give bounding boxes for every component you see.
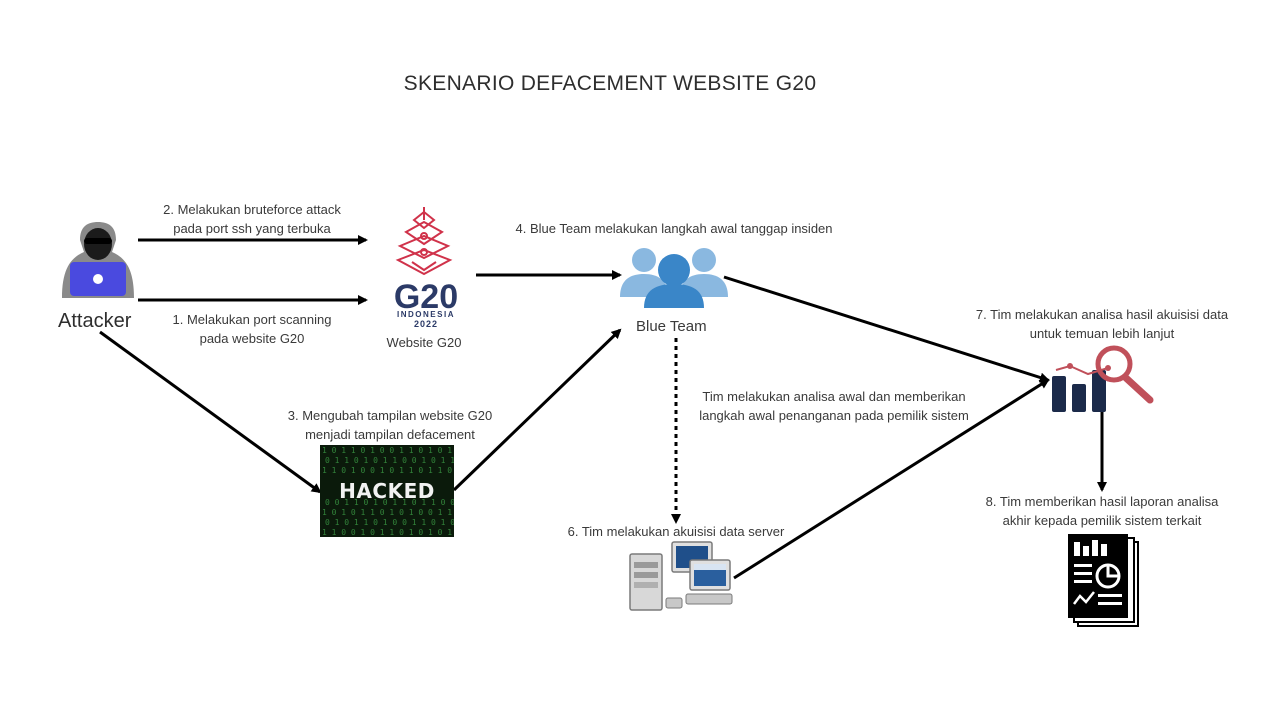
svg-text:1 0 1 1 0 1 0 0 1 1 0 1 0 1 1: 1 0 1 1 0 1 0 0 1 1 0 1 0 1 1 0 xyxy=(322,446,454,455)
step-5-label: Tim melakukan analisa awal dan memberika… xyxy=(699,389,969,423)
blue-team-label: Blue Team xyxy=(636,318,707,335)
hacked-image: 1 0 1 1 0 1 0 0 1 1 0 1 0 1 1 0 0 1 1 0 … xyxy=(320,445,454,537)
step-2-label: 2. Melakukan bruteforce attack pada port… xyxy=(163,202,341,236)
svg-text:1 1 0 0 1 0 1 1 0 1 0 1 0 1 1: 1 1 0 0 1 0 1 1 0 1 0 1 0 1 1 0 xyxy=(322,528,454,537)
step-7-label: 7. Tim melakukan analisa hasil akuisisi … xyxy=(975,307,1229,341)
step-3-label: 3. Mengubah tampilan website G20 menjadi… xyxy=(287,408,493,442)
hacker-icon xyxy=(62,222,134,298)
matrix-background: 1 0 1 1 0 1 0 0 1 1 0 1 0 1 1 0 0 1 1 0 … xyxy=(322,446,454,537)
website-g20-label: Website G20 xyxy=(386,335,462,350)
step-1-label: 1. Melakukan port scanning pada website … xyxy=(172,312,332,346)
svg-text:0 0 1 1 0 1 0 1 1 0 1 1 0 0 1: 0 0 1 1 0 1 0 1 1 0 1 1 0 0 1 1 xyxy=(325,498,454,507)
step-8-label: 8. Tim memberikan hasil laporan analisa … xyxy=(985,494,1219,528)
g20-logo-text: G20 xyxy=(394,278,458,316)
diagram-title: SKENARIO DEFACEMENT WEBSITE G20 xyxy=(403,72,817,95)
arrow-server-to-analysis xyxy=(733,378,1050,580)
users-icon xyxy=(620,248,728,308)
svg-text:1 1 0 1 0 0 1 0 1 1 0 1 1 0 1: 1 1 0 1 0 0 1 0 1 1 0 1 1 0 1 0 xyxy=(322,466,454,475)
arrow-hacked-to-blueteam xyxy=(452,328,622,492)
step-4-label: 4. Blue Team melakukan langkah awal tang… xyxy=(515,221,833,236)
step-6-label: 6. Tim melakukan akuisisi data server xyxy=(567,524,785,539)
g20-logo-year: 2022 xyxy=(414,319,438,329)
svg-text:0 1 1 0 1 0 1 1 0 0 1 0 1 1 0: 0 1 1 0 1 0 1 1 0 0 1 0 1 1 0 1 xyxy=(325,456,454,465)
report-icon xyxy=(1068,534,1139,627)
arrow-step-3 xyxy=(99,330,322,494)
hacked-text: HACKED xyxy=(339,479,435,503)
server-computer-icon xyxy=(629,541,733,611)
arrows xyxy=(99,235,1107,580)
analytics-icon xyxy=(1052,345,1154,412)
g20-logo-country: INDONESIA xyxy=(397,310,455,319)
g20-logo: G20 INDONESIA 2022 xyxy=(394,207,458,329)
attacker-label: Attacker xyxy=(58,310,132,332)
svg-text:1 0 1 0 1 1 0 1 0 1 0 0 1 1 0: 1 0 1 0 1 1 0 1 0 1 0 0 1 1 0 1 xyxy=(322,508,454,517)
svg-text:0 1 0 1 1 0 1 0 0 1 1 0 1 0 1: 0 1 0 1 1 0 1 0 0 1 1 0 1 0 1 1 xyxy=(325,518,454,527)
arrow-blueteam-to-analysis xyxy=(723,275,1050,383)
